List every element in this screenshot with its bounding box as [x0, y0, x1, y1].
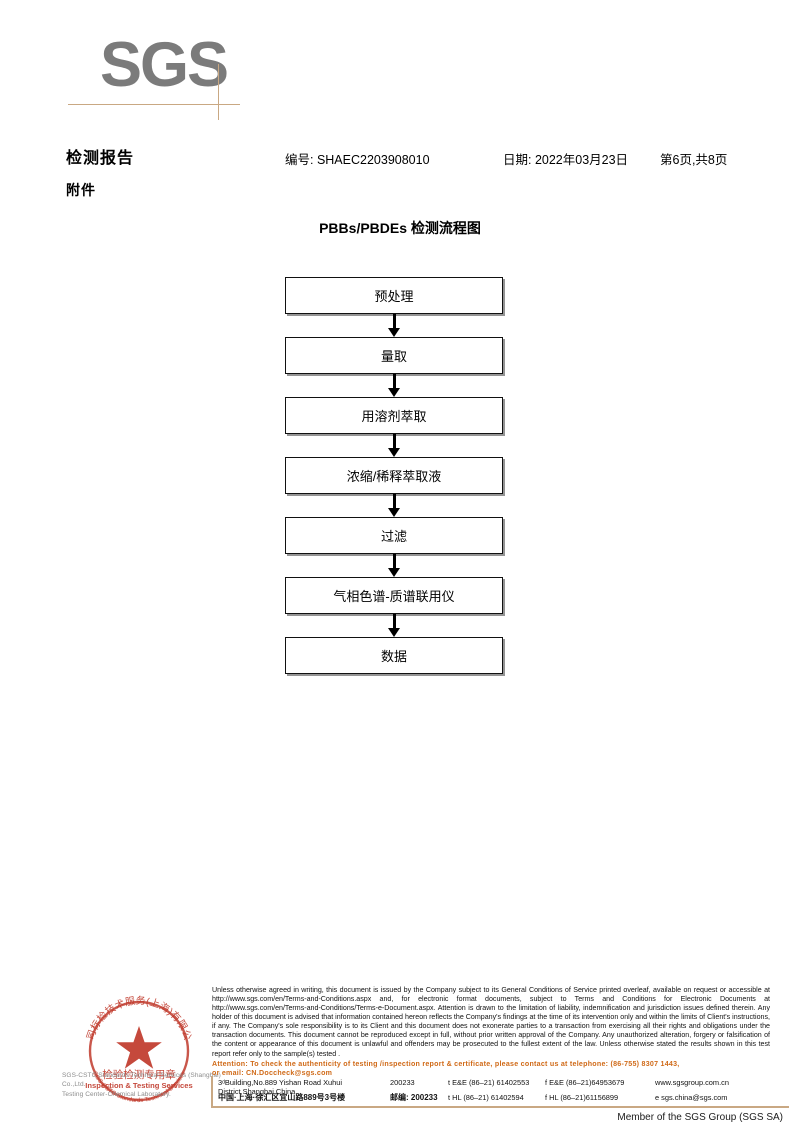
address-horizontal-rule [211, 1106, 789, 1108]
seal-company-line-1: SGS-CSTC Standards Technical Services (S… [62, 1072, 221, 1089]
flow-step-4: 浓缩/稀释萃取液 [285, 457, 503, 494]
flow-step-7: 数据 [285, 637, 503, 674]
address-row-cn: 中国·上海·徐汇区宜山路889号3号楼 邮编: 200233 t HL (86–… [218, 1092, 790, 1106]
arrow-shaft [393, 614, 396, 630]
flowchart-title: PBBs/PBDEs 检测流程图 [319, 220, 481, 236]
arrow-head-icon [388, 628, 400, 637]
flow-box-label: 数据 [285, 637, 503, 674]
arrow-head-icon [388, 448, 400, 457]
page-title: 检测报告 [66, 150, 135, 167]
address-cn: 中国·上海·徐汇区宜山路889号3号楼 [218, 1093, 346, 1102]
flow-box-label: 气相色谱-质谱联用仪 [285, 577, 503, 614]
address-vertical-rule [211, 1076, 213, 1108]
flow-arrow-5 [285, 554, 503, 577]
address-block: 3ᵈBuilding,No.889 Yishan Road Xuhui Dist… [218, 1078, 790, 1106]
flow-box-label: 量取 [285, 337, 503, 374]
legal-paragraph: Unless otherwise agreed in writing, this… [212, 986, 770, 1058]
page-number: 第6页,共8页 [660, 153, 728, 167]
attention-notice: Attention: To check the authenticity of … [212, 1060, 770, 1078]
seal-icon: 司标检技术服务(上海)有限公 SGS-CSTC Standards Techni… [85, 994, 192, 1104]
sgs-logo: SGS [68, 34, 248, 120]
flowchart: 预处理 量取 用溶剂萃取 浓缩/稀释萃取液 过滤 [285, 277, 503, 674]
svg-text:Inspection & Testing Services: Inspection & Testing Services [85, 1081, 192, 1090]
flow-arrow-3 [285, 434, 503, 457]
arrow-head-icon [388, 508, 400, 517]
arrow-shaft [393, 374, 396, 390]
flow-box-label: 过滤 [285, 517, 503, 554]
flow-box-label: 预处理 [285, 277, 503, 314]
zip-en: 200233 [390, 1078, 415, 1087]
logo-horizontal-rule [68, 104, 240, 105]
arrow-shaft [393, 494, 396, 510]
arrow-shaft [393, 554, 396, 570]
flow-arrow-1 [285, 314, 503, 337]
report-number: 编号: SHAEC2203908010 [285, 153, 430, 167]
attention-line-2: or email: CN.Doccheck@sgs.com [212, 1069, 333, 1078]
report-date: 日期: 2022年03月23日 [503, 153, 629, 167]
flow-box-label: 用溶剂萃取 [285, 397, 503, 434]
sgs-group-member-line: Member of the SGS Group (SGS SA) [617, 1112, 783, 1123]
tel-ee: t E&E (86–21) 61402553 [448, 1078, 530, 1087]
arrow-head-icon [388, 388, 400, 397]
attention-line-1: Attention: To check the authenticity of … [212, 1060, 680, 1068]
svg-text:检验检测专用章: 检验检测专用章 [102, 1068, 176, 1081]
arrow-shaft [393, 434, 396, 450]
flow-step-3: 用溶剂萃取 [285, 397, 503, 434]
address-en: 3ᵈBuilding,No.889 Yishan Road Xuhui Dist… [218, 1078, 343, 1096]
fax-hl: f HL (86–21)61156899 [545, 1093, 619, 1102]
page-subtitle: 附件 [66, 182, 96, 198]
flow-arrow-6 [285, 614, 503, 637]
seal-company-line-2: Testing Center-Chemical Laboratory. [62, 1090, 171, 1098]
address-row-en: 3ᵈBuilding,No.889 Yishan Road Xuhui Dist… [218, 1078, 790, 1096]
flow-step-1: 预处理 [285, 277, 503, 314]
logo-vertical-rule [218, 64, 219, 120]
zip-cn: 邮编: 200233 [390, 1093, 438, 1102]
fax-ee: f E&E (86–21)64953679 [545, 1078, 625, 1087]
email: e sgs.china@sgs.com [655, 1093, 728, 1102]
sgs-logo-text: SGS [100, 30, 229, 100]
flow-step-5: 过滤 [285, 517, 503, 554]
arrow-head-icon [388, 328, 400, 337]
website: www.sgsgroup.com.cn [655, 1078, 729, 1087]
legal-terms-text: Unless otherwise agreed in writing, this… [212, 986, 770, 1059]
seal-company-name: SGS-CSTC Standards Technical Services (S… [62, 1071, 222, 1099]
inspection-seal-stamp: 司标检技术服务(上海)有限公 SGS-CSTC Standards Techni… [78, 990, 200, 1112]
arrow-head-icon [388, 568, 400, 577]
arrow-shaft [393, 314, 396, 330]
flow-step-2: 量取 [285, 337, 503, 374]
flow-step-6: 气相色谱-质谱联用仪 [285, 577, 503, 614]
flow-box-label: 浓缩/稀释萃取液 [285, 457, 503, 494]
tel-hl: t HL (86–21) 61402594 [448, 1093, 524, 1102]
flow-arrow-2 [285, 374, 503, 397]
flow-arrow-4 [285, 494, 503, 517]
